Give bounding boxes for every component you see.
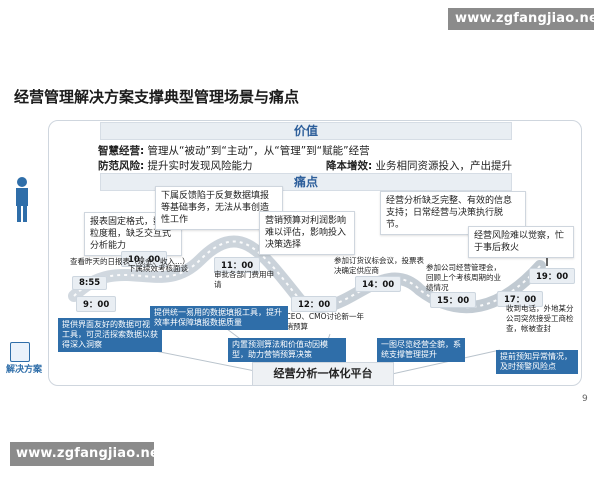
solution-box-2-text: 提供统一易用的数据填报工具，提升效率并保障填报数据质量 xyxy=(154,308,282,327)
time-1000-desc: 下属续效考核面谈 xyxy=(128,264,188,273)
time-1400-desc: 参加订货议标会议，投票表决确定供应商 xyxy=(334,256,424,275)
time-1000: 10：00 xyxy=(121,251,168,267)
solution-box-2: 提供统一易用的数据填报工具，提升效率并保障填报数据质量 xyxy=(150,306,288,330)
time-1200-desc: 同CEO、CMO讨论新一年营销预算 xyxy=(278,312,364,331)
value-line-1-label: 智慧经营: xyxy=(98,145,145,157)
solution-box-3-text: 内置预测算法和价值动因模型，助力营销预算决策 xyxy=(232,340,328,359)
value-line-3-text: 业务相同资源投入，产出提升 xyxy=(375,160,513,172)
time-1700: 17：00 xyxy=(497,291,544,307)
pain-box-2-text: 下属反馈陷于反复数据填报等基础事务，无法从事创造性工作 xyxy=(161,191,270,225)
value-line-3-label: 降本增效: xyxy=(326,160,373,172)
value-line-1: 智慧经营: 管理从“被动”到“主动”，从“管理”到“赋能”经营 xyxy=(98,143,370,158)
watermark-top: www.zgfangjiao.net xyxy=(448,8,600,30)
time-1500: 15：00 xyxy=(430,292,477,308)
value-line-2-text: 提升实时发现风险能力 xyxy=(147,160,253,172)
time-1700-desc: 收到电话，外地某分公司突然接受工商检查，帐被查封 xyxy=(506,304,574,333)
solution-box-5: 提前预知异常情况，及时预警风险点 xyxy=(496,350,578,374)
value-bar: 价值 xyxy=(100,122,512,140)
page-number: 9 xyxy=(582,394,588,404)
watermark-bottom: www.zgfangjiao.net xyxy=(10,442,165,466)
time-0900: 9：00 xyxy=(76,296,117,312)
page-title: 经营管理解决方案支撑典型管理场景与痛点 xyxy=(14,88,300,106)
pain-box-5: 经营风险难以觉察，忙于事后救火 xyxy=(468,226,574,258)
time-0855: 8:55 xyxy=(72,276,108,290)
time-1500-desc: 参加公司经营管理会，回顾上个考核周期的业绩情况 xyxy=(426,263,501,292)
time-1100-desc: 审批各部门费用申请 xyxy=(214,270,274,289)
pain-box-5-text: 经营风险难以觉察，忙于事后救火 xyxy=(474,231,565,253)
time-1400: 14：00 xyxy=(355,276,402,292)
time-1900: 19：00 xyxy=(529,268,576,284)
solution-box-3: 内置预测算法和价值动因模型，助力营销预算决策 xyxy=(228,338,346,362)
pain-box-4-text: 经营分析缺乏完整、有效的信息支持；日常经营与决策执行脱节。 xyxy=(386,196,513,230)
solution-label: 解决方案 xyxy=(6,365,43,375)
pain-box-3: 营销预算对利润影响难以评估，影响投入决策选择 xyxy=(259,211,355,255)
value-line-1-text: 管理从“被动”到“主动”，从“管理”到“赋能”经营 xyxy=(147,145,370,157)
solution-icon xyxy=(10,342,30,362)
solution-box-4-text: 一图尽览经营全貌，系统支撑管理提升 xyxy=(381,340,461,359)
pain-box-1-text: 报表固定格式，数据粒度粗，缺乏交互式分析能力 xyxy=(90,217,172,251)
solution-box-4: 一图尽览经营全貌，系统支撑管理提升 xyxy=(377,338,465,362)
person-icon xyxy=(16,177,28,222)
value-line-2: 防范风险: 提升实时发现风险能力 xyxy=(98,158,253,173)
platform-box: 经营分析一体化平台 xyxy=(252,362,394,386)
pain-box-3-text: 营销预算对利润影响难以评估，影响投入决策选择 xyxy=(265,216,347,250)
value-line-3: 降本增效: 业务相同资源投入，产出提升 xyxy=(326,158,512,173)
solution-box-5-text: 提前预知异常情况，及时预警风险点 xyxy=(500,352,572,371)
time-1200: 12：00 xyxy=(291,296,338,312)
solution-box-1-text: 提供界面友好的数据可视化工具，可灵活探索数据以获得深入洞察 xyxy=(62,320,158,349)
time-0855-desc: 查看昨天的日报表（现金、收入...） xyxy=(70,257,190,266)
value-line-2-label: 防范风险: xyxy=(98,160,145,172)
solution-box-1: 提供界面友好的数据可视化工具，可灵活探索数据以获得深入洞察 xyxy=(58,318,162,352)
time-1100: 11：00 xyxy=(214,257,261,273)
